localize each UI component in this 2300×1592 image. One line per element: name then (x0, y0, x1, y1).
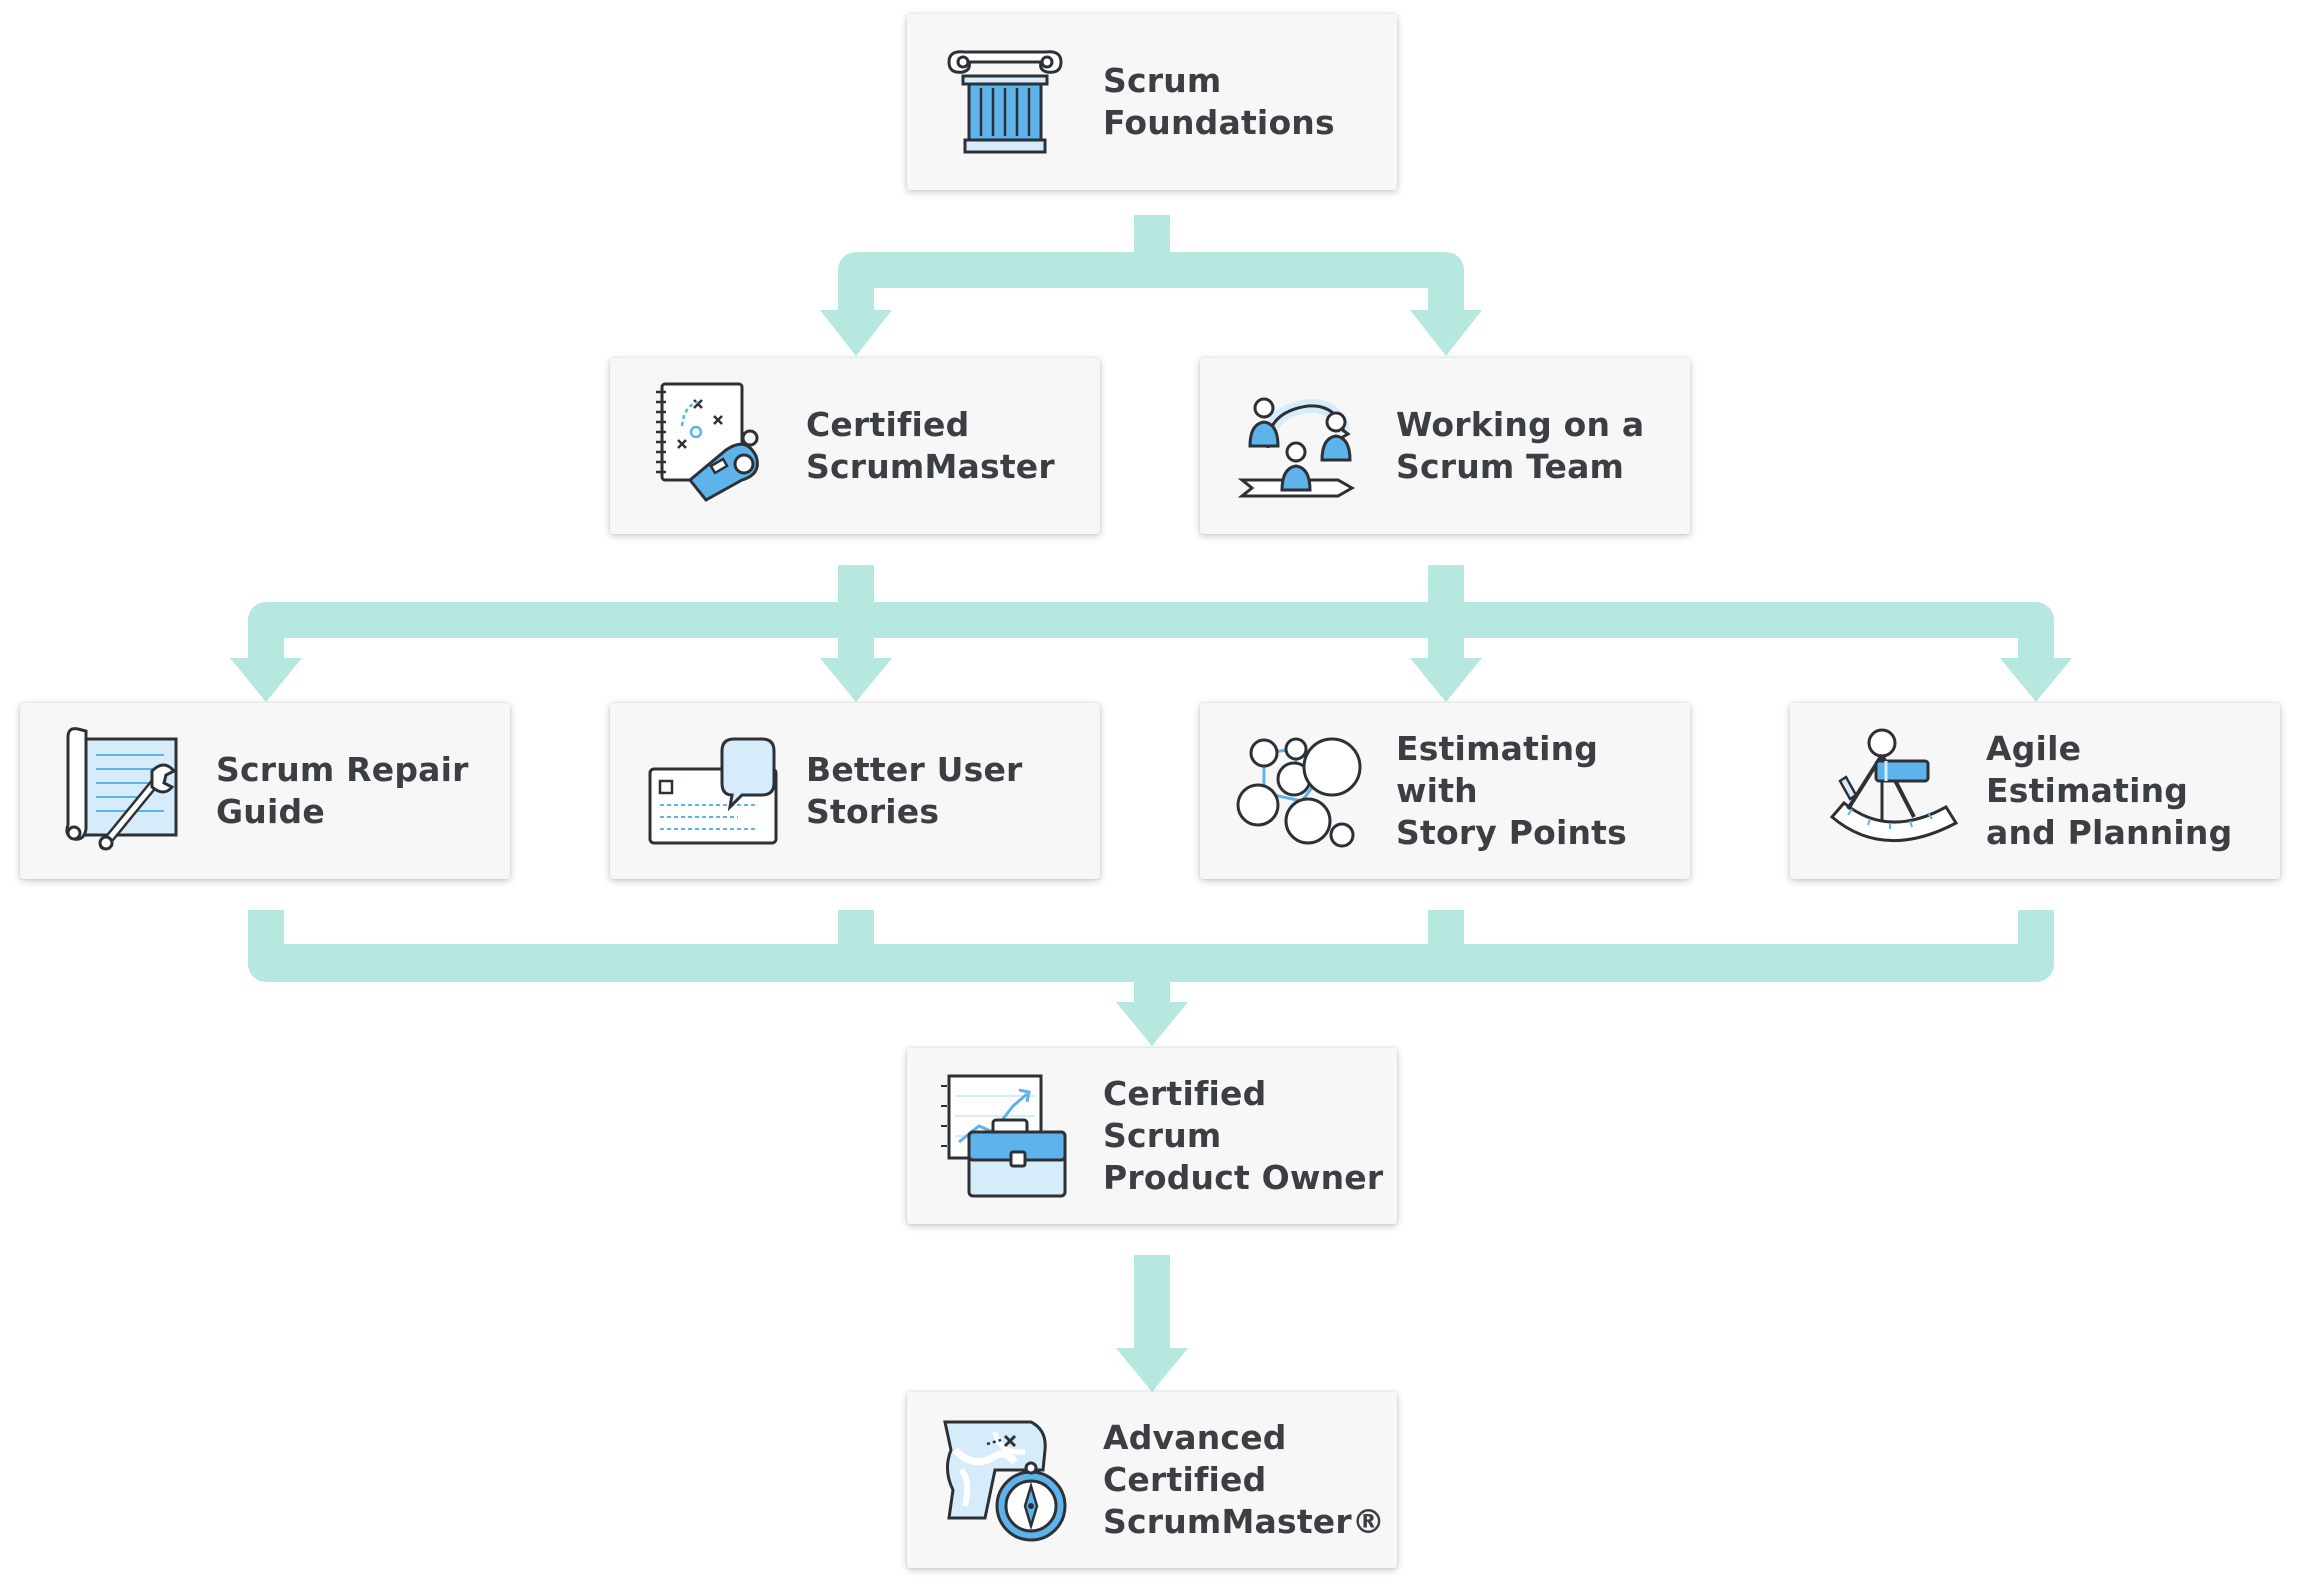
connector-segment (248, 910, 284, 950)
course-card-certified-scrummaster[interactable]: Certified ScrumMaster (610, 358, 1100, 534)
course-title-text: Estimating with Story Points (1396, 729, 1627, 852)
connector-segment (1428, 910, 1464, 950)
arrowhead (820, 658, 892, 702)
arrowhead (1116, 1002, 1188, 1046)
course-title: Advanced Certified ScrumMaster® (1103, 1392, 1387, 1568)
connector-segment (1134, 1255, 1170, 1351)
map-compass-icon (935, 1410, 1075, 1550)
course-card-scrum-repair-guide[interactable]: Scrum Repair Guide (20, 703, 510, 879)
course-title: Certified Scrum Product Owner (1103, 1048, 1387, 1224)
connector-segment (248, 944, 2054, 982)
arrowhead (1116, 1348, 1188, 1392)
connector-segment (2018, 910, 2054, 950)
connector-segment (248, 602, 2054, 660)
course-title-text: Advanced Certified ScrumMaster® (1103, 1418, 1386, 1541)
course-title-text: Certified ScrumMaster (806, 405, 1055, 486)
course-title: Estimating with Story Points (1396, 703, 1680, 879)
sextant-icon (1818, 721, 1958, 861)
course-title-text: Working on a Scrum Team (1396, 405, 1645, 486)
course-card-scrum-foundations[interactable]: Scrum Foundations (907, 14, 1397, 190)
connector-segment (1428, 565, 1464, 605)
course-card-agile-estimating-planning[interactable]: Agile Estimating and Planning (1790, 703, 2280, 879)
blueprint-wrench-icon (48, 721, 188, 861)
arrowhead (230, 658, 302, 702)
course-card-advanced-certified-scrummaster[interactable]: Advanced Certified ScrumMaster® (907, 1392, 1397, 1568)
connector-group (230, 215, 2072, 1392)
arrowhead (2000, 658, 2072, 702)
arrowhead (1410, 658, 1482, 702)
course-title-text: Scrum Repair Guide (216, 750, 469, 831)
course-title: Working on a Scrum Team (1396, 358, 1680, 534)
connector-segment (838, 620, 874, 662)
connector-segment (1134, 975, 1170, 1005)
course-title-text: Scrum Foundations (1103, 61, 1335, 142)
course-title-text: Agile Estimating and Planning (1986, 729, 2233, 852)
whistle-playbook-icon (638, 376, 778, 516)
course-title: Scrum Repair Guide (216, 703, 500, 879)
arrowhead (1410, 310, 1482, 356)
column-icon (935, 32, 1075, 172)
course-title: Certified ScrumMaster (806, 358, 1090, 534)
team-icon (1228, 376, 1368, 516)
course-card-better-user-stories[interactable]: Better User Stories (610, 703, 1100, 879)
course-card-estimating-story-points[interactable]: Estimating with Story Points (1200, 703, 1690, 879)
course-title-text: Better User Stories (806, 750, 1023, 831)
arrowhead (820, 310, 892, 356)
connector-segment (838, 565, 874, 605)
course-title: Agile Estimating and Planning (1986, 703, 2270, 879)
bubbles-icon (1228, 721, 1368, 861)
connector-segment (1428, 620, 1464, 662)
course-title: Better User Stories (806, 703, 1090, 879)
course-title-text: Certified Scrum Product Owner (1103, 1074, 1384, 1197)
connector-segment (838, 252, 1464, 312)
course-card-working-on-scrum-team[interactable]: Working on a Scrum Team (1200, 358, 1690, 534)
chart-briefcase-icon (935, 1066, 1075, 1206)
connector-segment (838, 910, 874, 950)
course-title: Scrum Foundations (1103, 14, 1387, 190)
course-card-certified-scrum-product-owner[interactable]: Certified Scrum Product Owner (907, 1048, 1397, 1224)
story-card-icon (638, 721, 778, 861)
